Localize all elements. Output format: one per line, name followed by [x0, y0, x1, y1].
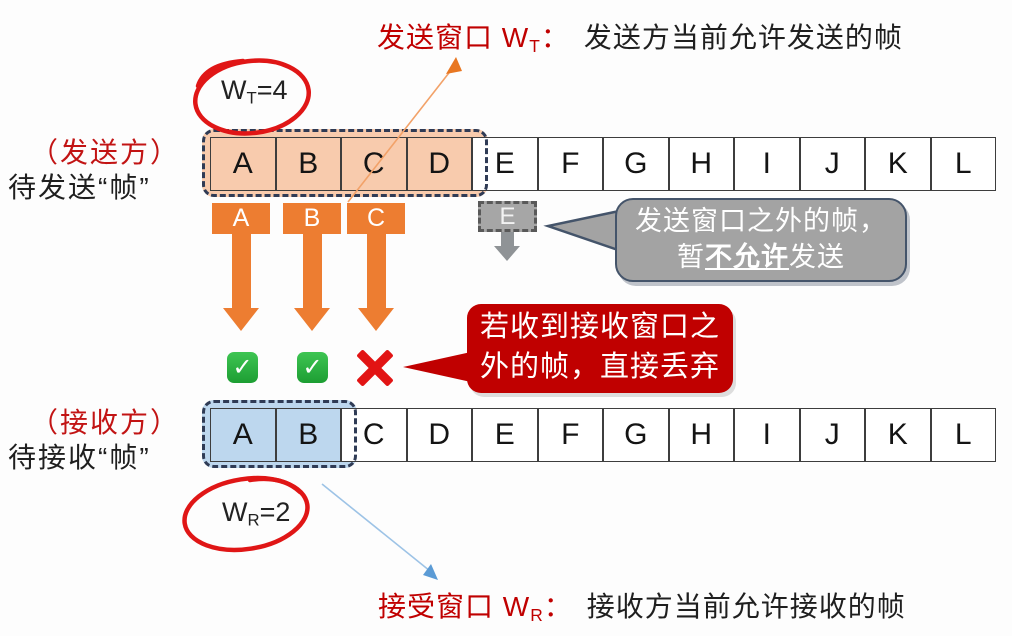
blocked-arrow-icon	[501, 232, 514, 246]
frame-cell: L	[930, 408, 996, 462]
receiver-window-dashed-border	[202, 400, 357, 468]
sender-caption-arrowhead-icon	[446, 57, 462, 74]
receiver-caption-arrowhead-icon	[423, 564, 438, 580]
frame-cell: C	[341, 408, 407, 462]
frame-cell: D	[406, 408, 472, 462]
outside-window-callout-line2: 暂不允许发送	[677, 242, 845, 272]
discard-callout: 若收到接收窗口之 外的帧，直接丢弃	[467, 304, 733, 393]
sent-frame-label: A	[212, 203, 270, 234]
sender-side-label: （发送方）	[30, 137, 181, 168]
arrow-stem	[231, 234, 251, 308]
frame-cell: A	[210, 137, 276, 191]
receiver-window-caption-definition: 接收方当前允许接收的帧	[586, 591, 906, 622]
frame-cell: A	[210, 408, 276, 462]
check-icon: ✓	[227, 352, 258, 383]
outside-window-frame-box: E	[478, 201, 537, 232]
frame-cell: F	[537, 408, 603, 462]
arrow-head-icon	[358, 308, 394, 331]
sender-window-caption-term: 发送窗口 WT：	[377, 22, 570, 56]
frame-cell: I	[734, 137, 800, 191]
frame-cell: G	[603, 137, 669, 191]
sent-frame-arrow: C	[347, 203, 405, 332]
receiver-window-caption-term: 接受窗口 WR：	[378, 591, 573, 625]
frame-cell: B	[275, 408, 341, 462]
sender-window-size-label: WT=4	[221, 75, 288, 108]
cross-icon	[356, 349, 394, 387]
discard-callout-line1: 若收到接收窗口之	[479, 311, 720, 343]
receiver-caption-pointer-line	[321, 483, 431, 572]
blocked-arrow-head-icon	[494, 246, 520, 261]
arrow-head-icon	[294, 308, 330, 331]
frame-cell: H	[668, 408, 734, 462]
outside-window-frame-label: E	[499, 202, 516, 230]
arrow-stem	[302, 234, 322, 308]
sent-frame-arrow: B	[283, 203, 341, 332]
receiver-side-label: （接收方）	[30, 407, 181, 438]
receiver-window-caption: 接受窗口 WR： 接收方当前允许接收的帧	[378, 585, 906, 626]
arrow-head-icon	[223, 308, 259, 331]
frame-cell: F	[537, 137, 603, 191]
frame-cell: B	[275, 137, 341, 191]
wr-circle-squiggle	[247, 476, 303, 495]
frame-cell: I	[734, 408, 800, 462]
sender-window-caption-definition: 发送方当前允许发送的帧	[583, 22, 903, 53]
sent-frame-arrow: A	[212, 203, 270, 332]
sender-window-dashed-border	[202, 129, 488, 197]
sender-queue-label: 待发送“帧”	[8, 172, 151, 203]
frame-cell: E	[472, 408, 538, 462]
arrow-stem	[366, 234, 386, 308]
gray-bubble-tail	[543, 208, 626, 254]
receiver-window-size-label: WR=2	[222, 497, 291, 530]
frame-cell: L	[930, 137, 996, 191]
frame-cell: H	[668, 137, 734, 191]
frame-cell: J	[799, 408, 865, 462]
check-icon: ✓	[297, 352, 328, 383]
frame-cell: K	[865, 408, 931, 462]
frame-cell: E	[472, 137, 538, 191]
frame-cell: J	[799, 137, 865, 191]
sender-window-caption: 发送窗口 WT： 发送方当前允许发送的帧	[377, 16, 903, 57]
frame-cell: K	[865, 137, 931, 191]
outside-window-callout: 发送窗口之外的帧， 暂不允许发送	[615, 198, 907, 282]
frame-cell: G	[603, 408, 669, 462]
sent-frame-label: C	[347, 203, 405, 234]
outside-window-callout-line1: 发送窗口之外的帧，	[635, 206, 887, 236]
receiver-queue-label: 待接收“帧”	[8, 442, 151, 473]
discard-callout-line2: 外的帧，直接丢弃	[479, 351, 720, 383]
sent-frame-label: B	[283, 203, 341, 234]
